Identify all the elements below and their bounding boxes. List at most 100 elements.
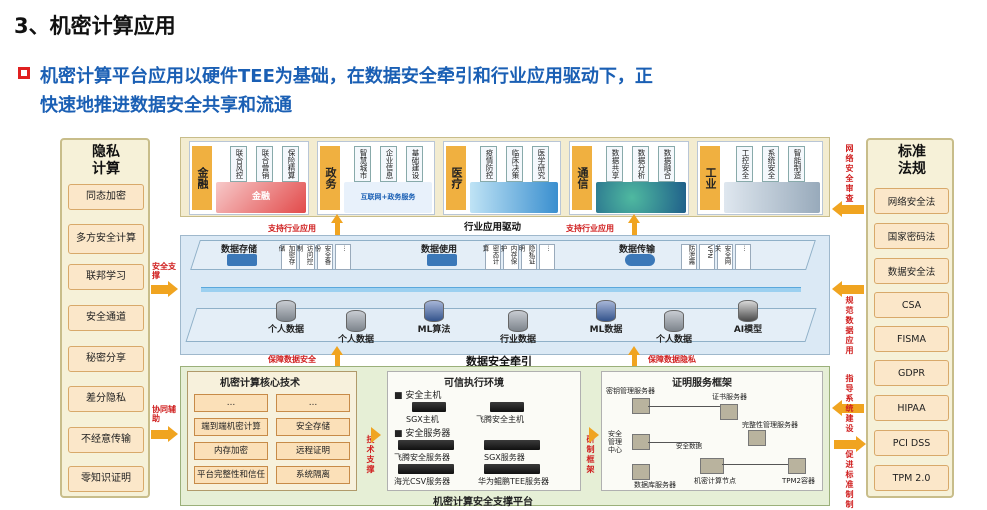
industry-sub: 数据融合 [658, 146, 675, 182]
medical-picture [470, 182, 558, 213]
data-bus-line [201, 287, 801, 292]
server-icon [484, 440, 540, 450]
tee-host-group-label: 安全主机 [405, 391, 442, 401]
data-op-sub: 访问控制 [295, 244, 315, 270]
data-node: 个人数据 [331, 310, 381, 345]
standard-item: PCI DSS [874, 430, 949, 456]
tee-host: SGX主机 [406, 415, 439, 424]
connector-line [722, 464, 788, 465]
arrow-right-icon [589, 427, 599, 443]
connector-line [648, 406, 720, 407]
industry-finance: 金融 联合风控 联合营销 保险精算 金融 [189, 141, 309, 215]
protect-data-security-label: 保障数据安全 [268, 355, 316, 364]
data-op-name: 数据存储 [221, 245, 258, 255]
server-icon [700, 458, 724, 474]
data-node-label: 行业数据 [499, 335, 536, 345]
industry-name: 政务 [320, 146, 340, 210]
network-audit-label: 网络安全审查 [845, 144, 854, 203]
industry-name: 医疗 [446, 146, 466, 210]
server-icon [412, 402, 446, 412]
privacy-item: 联邦学习 [68, 264, 144, 290]
data-node-label: AI模型 [733, 325, 763, 335]
arrow-left-icon [832, 201, 842, 217]
industry-government: 政务 智慧城市 企业信息 基础建设 互联网+政务服务 [317, 141, 435, 215]
promote-standard-label: 促进标准制制 [845, 450, 854, 509]
data-layer: 数据存储 加密存储 访问控制 安全备份 … 数据使用 密态计算 内存保护 隐私证… [180, 235, 830, 355]
industry-telecom: 通信 数据共享 数据分析 数据融合 [569, 141, 689, 215]
data-op-sub: 隐私证明 [517, 244, 537, 270]
up-arrow-icon [628, 214, 640, 223]
cert-node: 证书服务器 [712, 393, 747, 401]
industry-name: 金融 [192, 146, 212, 210]
industry-sub: 临床决策 [506, 146, 523, 182]
industry-name: 通信 [572, 146, 592, 210]
bullet-icon [18, 67, 30, 79]
data-node: AI模型 [721, 300, 775, 335]
security-support-label: 安全支撑 [152, 262, 176, 280]
tee-heading: 可信执行环境 [444, 378, 504, 389]
standard-item: FISMA [874, 326, 949, 352]
industry-drive-label: 行业应用驱动 [464, 222, 522, 233]
privacy-item: 同态加密 [68, 184, 144, 210]
standard-item: HIPAA [874, 395, 949, 421]
subtitle-line-2: 快速地推进数据安全共享和流通 [40, 95, 292, 116]
industry-sub: 基础建设 [406, 146, 423, 182]
page-title: 3、机密计算应用 [14, 14, 176, 38]
tee-server-group: ■ 安全服务器 [394, 429, 451, 439]
data-node-label: 个人数据 [655, 335, 692, 345]
up-arrow-stem [335, 222, 340, 236]
confidential-platform: 机密计算核心技术 … … 端到端机密计算 安全存储 内存加密 远程证明 平台完整… [180, 366, 830, 508]
core-tech-cell: 内存加密 [194, 442, 268, 460]
industry-sub: 数据共享 [606, 146, 623, 182]
up-arrow-icon [331, 346, 343, 355]
privacy-item: 零知识证明 [68, 466, 144, 492]
cert-node: TPM2容器 [782, 477, 815, 485]
tee-server: SGX服务器 [484, 453, 525, 462]
standards-panel: 标准法规 网络安全法 国家密码法 数据安全法 CSA FISMA GDPR HI… [866, 138, 954, 498]
tee-host-group: ■ 安全主机 [394, 391, 442, 401]
data-node-label: 个人数据 [337, 335, 374, 345]
data-op-sub: … [335, 244, 351, 270]
standard-item: TPM 2.0 [874, 465, 949, 491]
core-tech-cell: 系统隔离 [276, 466, 350, 484]
data-op-name: 数据传输 [619, 245, 656, 255]
guide-system-build-label: 指导系统建设 [845, 374, 854, 433]
data-node: 个人数据 [647, 310, 701, 345]
privacy-item: 多方安全计算 [68, 224, 144, 254]
transfer-icon [625, 254, 655, 266]
storage-icon [227, 254, 257, 266]
data-op-name: 数据使用 [421, 245, 458, 255]
up-arrow-stem [632, 222, 637, 236]
server-icon [788, 458, 806, 474]
core-tech-cell: 远程证明 [276, 442, 350, 460]
tee-host: 飞腾安全主机 [476, 415, 524, 424]
data-node: ML数据 [579, 300, 633, 335]
government-picture: 互联网+政务服务 [344, 182, 432, 213]
arrow-bar [842, 285, 864, 294]
data-security-traction-label: 数据安全牵引 [466, 355, 532, 368]
cert-heading: 证明服务框架 [672, 378, 732, 389]
data-node-label: ML算法 [417, 325, 451, 335]
data-op-sub: 密态计算 [481, 244, 501, 270]
telecom-picture [596, 182, 686, 213]
industry-sub: 联合风控 [230, 146, 247, 182]
data-op-sub: 安全网关 [713, 244, 733, 270]
cert-framework-box: 证明服务框架 密钥管理服务器 证书服务器 完整性管理服务器 安全管理中心 数据库… [601, 371, 823, 491]
standard-item: 数据安全法 [874, 258, 949, 284]
industry-sub: 联合营销 [256, 146, 273, 182]
protect-data-privacy-label: 保障数据隐私 [648, 355, 696, 364]
cert-node: 机密计算节点 [694, 477, 736, 485]
cert-node: 密钥管理服务器 [606, 387, 655, 395]
arrow-bar [834, 440, 856, 449]
server-icon [720, 404, 738, 420]
data-op-storage: 数据存储 加密存储 访问控制 安全备份 … [221, 242, 371, 270]
server-icon [398, 464, 454, 474]
data-op-sub: 安全备份 [313, 244, 333, 270]
industrial-picture [724, 182, 820, 213]
industry-sub: 医学研究 [532, 146, 549, 182]
industry-industrial: 工业 工控安全 系统安全 智能制造 [697, 141, 823, 215]
cert-node: 安全管理中心 [608, 430, 622, 454]
industry-block: 金融 联合风控 联合营销 保险精算 金融 政务 智慧城市 企业信息 基础建设 互… [180, 137, 830, 217]
arrow-right-icon [168, 281, 178, 297]
up-arrow-icon [628, 346, 640, 355]
